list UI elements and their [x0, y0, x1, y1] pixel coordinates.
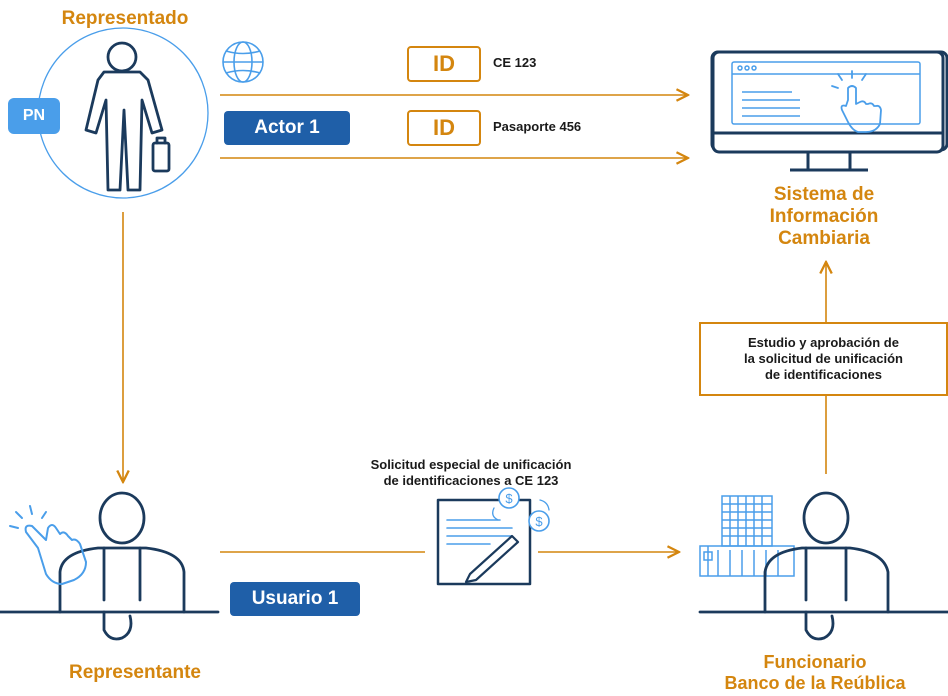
representado-person-icon — [84, 41, 171, 192]
representante-title: Representante — [69, 662, 201, 683]
svg-text:$: $ — [505, 491, 513, 506]
approval-line3: de identificaciones — [764, 367, 883, 382]
screen-window-icon — [731, 61, 921, 125]
approval-line2: la solicitud de unificación — [744, 351, 903, 366]
hand-click-icon — [831, 70, 882, 133]
id-box-pasaporte: ID — [407, 110, 481, 146]
globe-icon — [222, 41, 264, 83]
id-label-ce: CE 123 — [493, 55, 537, 70]
id-box-ce: ID — [407, 46, 481, 82]
request-line2: de identificaciones a CE 123 — [383, 473, 559, 488]
representado-title: Representado — [61, 8, 189, 29]
approval-line1: Estudio y aprobación de — [748, 335, 899, 350]
document-money-icon: $ $ — [436, 487, 550, 586]
funcionario-person-icon — [698, 491, 948, 641]
id-label-pasaporte: Pasaporte 456 — [493, 119, 582, 134]
system-title: Sistema de Información Cambiaria — [720, 184, 928, 250]
actor-badge: Actor 1 — [224, 111, 350, 145]
system-title-line2: Información — [769, 206, 879, 227]
request-text: Solicitud especial de unificación de ide… — [326, 457, 616, 489]
funcionario-title: Funcionario Banco de la Reública — [690, 652, 940, 694]
approval-box: Estudio y aprobación de la solicitud de … — [699, 322, 948, 396]
system-title-line1: Sistema de — [773, 184, 875, 205]
pn-badge: PN — [8, 98, 60, 134]
funcionario-title-line1: Funcionario — [763, 652, 867, 672]
usuario-badge: Usuario 1 — [230, 582, 360, 616]
system-title-line3: Cambiaria — [778, 228, 870, 249]
building-icon — [699, 495, 795, 577]
representante-person-icon — [0, 491, 220, 641]
request-line1: Solicitud especial de unificación — [370, 457, 572, 472]
funcionario-title-line2: Banco de la Reública — [724, 673, 906, 693]
pointing-hand-icon — [9, 505, 87, 585]
monitor-base — [711, 50, 945, 172]
svg-text:$: $ — [535, 514, 543, 529]
